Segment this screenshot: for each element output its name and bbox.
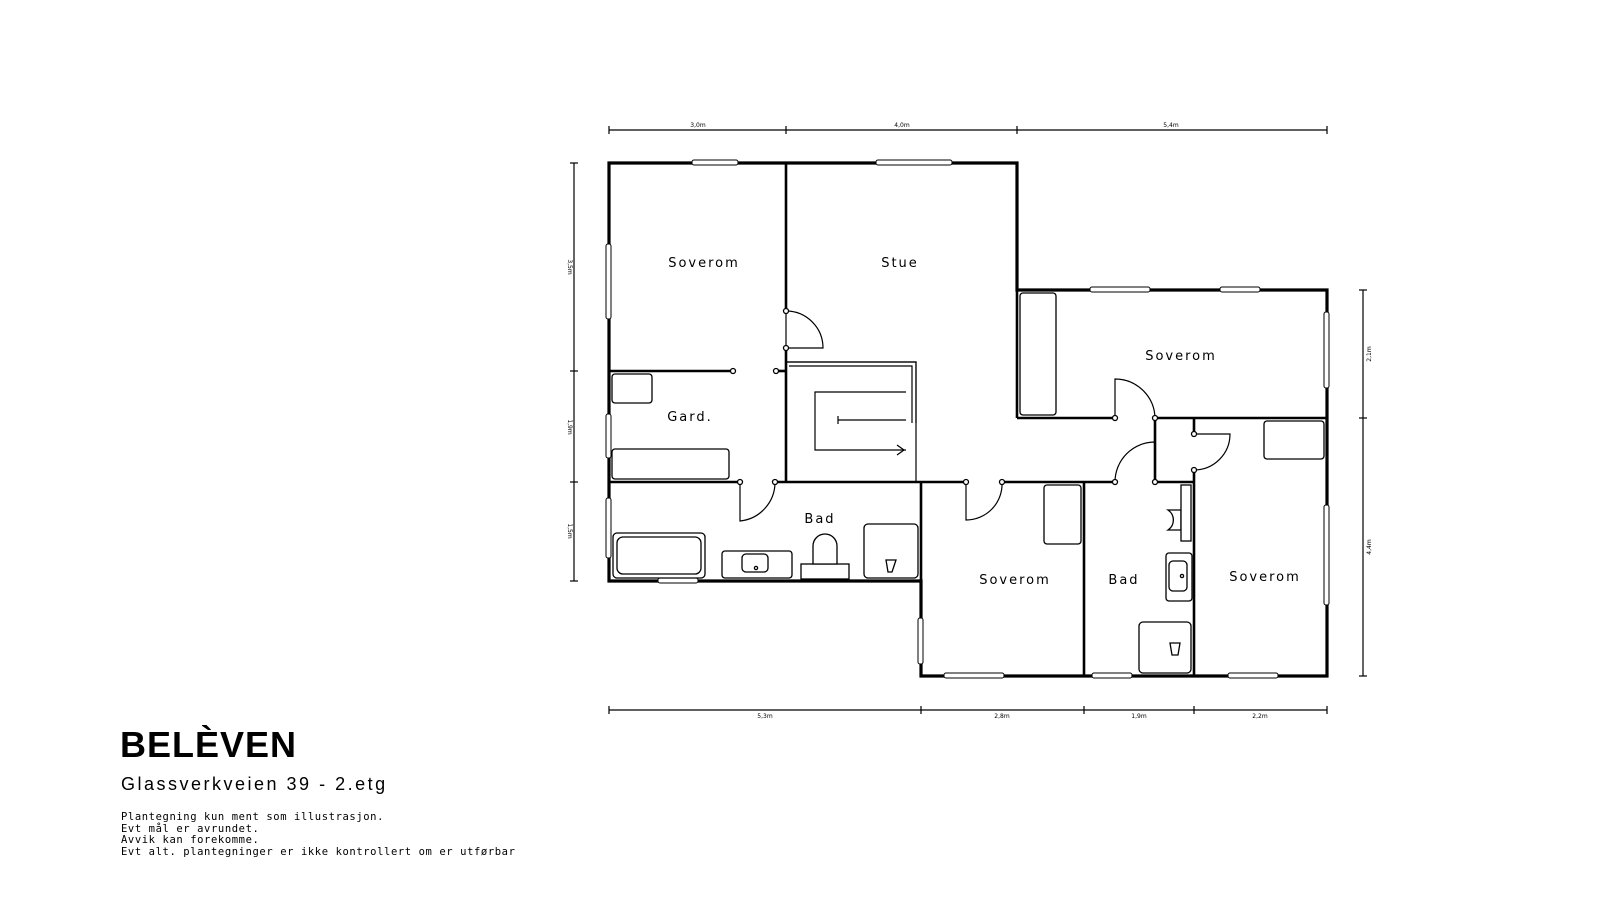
disclaimer-notes: Plantegning kun ment som illustrasjon. E… [121, 811, 516, 858]
dimension-lines [570, 126, 1367, 714]
dim-top-1: 3,0m [690, 122, 706, 129]
doors [729, 307, 1231, 522]
room-labels: Soverom Stue Soverom Gard. Bad Soverom B… [667, 256, 1301, 588]
note-line: Evt mål er avrundet. [121, 822, 260, 835]
dim-bottom-3: 1,9m [1131, 713, 1147, 720]
brand-logo: BELÈVEN [120, 724, 298, 765]
dim-bottom-4: 2,2m [1252, 713, 1268, 720]
dim-bottom-2: 2,8m [994, 713, 1010, 720]
note-line: Evt alt. plantegninger er ikke kontrolle… [121, 845, 516, 858]
note-line: Plantegning kun ment som illustrasjon. [121, 811, 385, 823]
windows [605, 159, 1330, 679]
room-label-soverom-se: Soverom [1229, 570, 1301, 585]
note-line: Avvik kan forekomme. [121, 834, 260, 846]
room-label-garderobe: Gard. [667, 410, 713, 425]
dim-top-3: 5,4m [1163, 122, 1179, 129]
dim-bottom-1: 5,3m [757, 713, 773, 720]
staircase [785, 361, 917, 483]
dim-left-2: 1,9m [566, 419, 573, 435]
interior-walls [609, 163, 1327, 676]
dim-right-1: 2,1m [1366, 346, 1373, 362]
room-label-soverom-nw: Soverom [668, 256, 740, 271]
room-label-soverom-ne: Soverom [1145, 349, 1217, 364]
room-label-bad-w: Bad [804, 512, 835, 527]
room-label-bad-e: Bad [1108, 573, 1139, 588]
dim-left-3: 1,5m [566, 523, 573, 539]
dim-top-2: 4,0m [894, 122, 910, 129]
room-label-stue: Stue [881, 256, 919, 271]
fixtures [611, 292, 1325, 674]
exterior-walls [607, 161, 1329, 678]
address-subtitle: Glassverkveien 39 - 2.etg [121, 774, 388, 794]
room-label-soverom-s: Soverom [979, 573, 1051, 588]
dim-left-1: 3,5m [566, 259, 573, 275]
dimension-labels: 3,0m 4,0m 5,4m 5,3m 2,8m 1,9m 2,2m 3,5m … [566, 122, 1373, 720]
dim-right-2: 4,4m [1366, 539, 1373, 555]
